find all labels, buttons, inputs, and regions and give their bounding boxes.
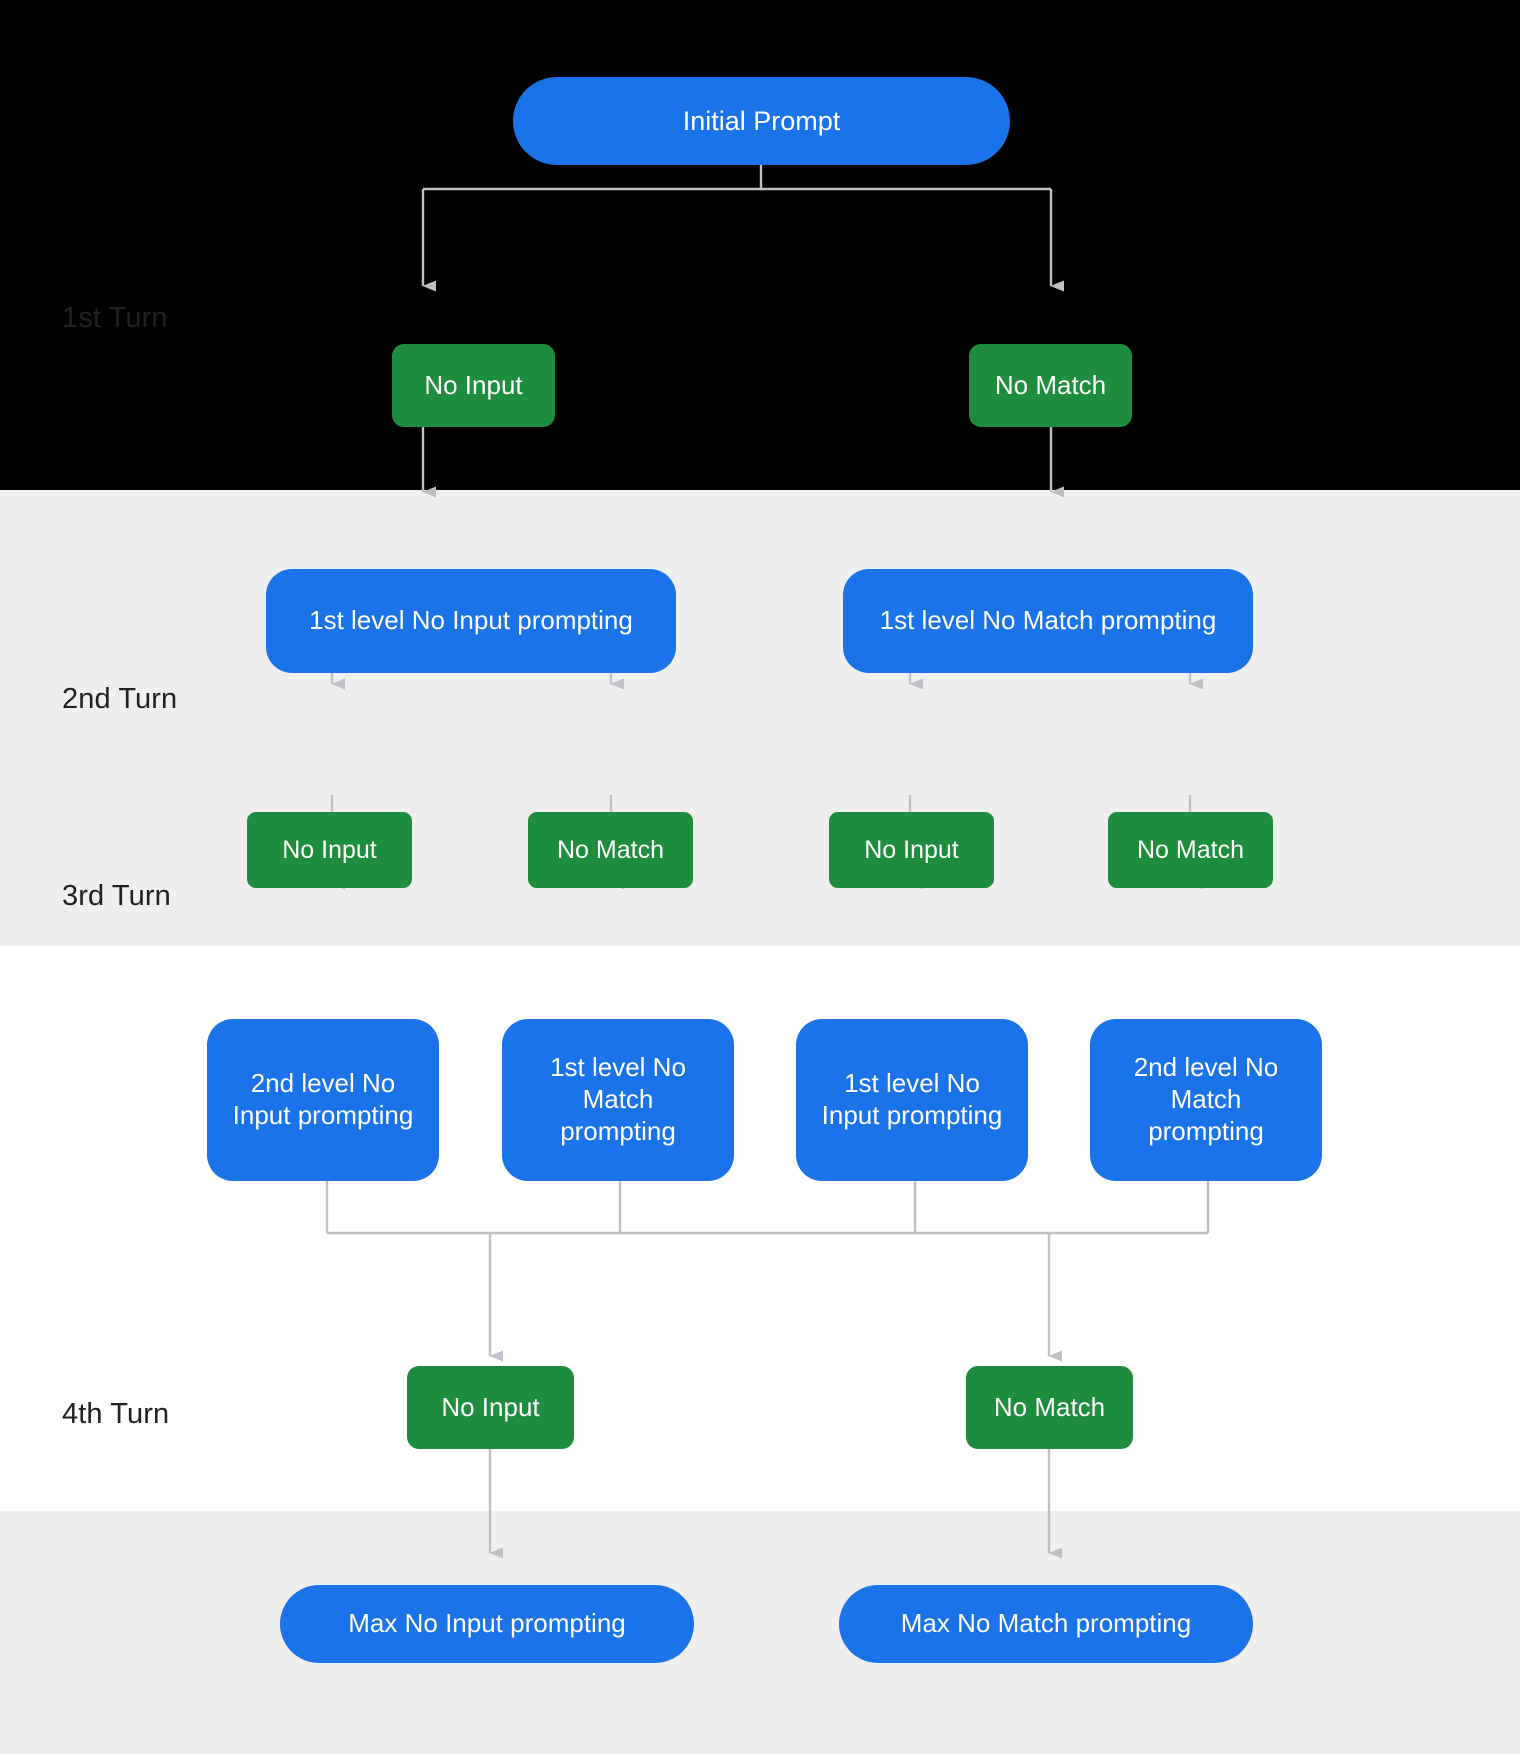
- node-t4-max-no-match-prompting[interactable]: Max No Match prompting: [839, 1585, 1253, 1663]
- node-t3-1st-level-no-input-prompting[interactable]: 1st level No Input prompting: [796, 1019, 1028, 1181]
- node-t2-no-match-b[interactable]: No Match: [1108, 812, 1273, 888]
- node-t3-1st-level-no-match-prompting[interactable]: 1st level No Match prompting: [502, 1019, 734, 1181]
- node-t2-no-input-b[interactable]: No Input: [829, 812, 994, 888]
- node-t2-1st-level-no-match-prompting[interactable]: 1st level No Match prompting: [843, 569, 1253, 673]
- node-t3-2nd-level-no-input-prompting[interactable]: 2nd level No Input prompting: [207, 1019, 439, 1181]
- turn-label-4th: 4th Turn: [62, 1398, 170, 1430]
- node-t2-no-input-a[interactable]: No Input: [247, 812, 412, 888]
- node-t2-no-match-a[interactable]: No Match: [528, 812, 693, 888]
- node-t1-no-input[interactable]: No Input: [392, 344, 555, 427]
- turn-label-2nd: 2nd Turn: [62, 683, 178, 715]
- node-t4-max-no-input-prompting[interactable]: Max No Input prompting: [280, 1585, 694, 1663]
- band-4th-turn: [0, 1511, 1520, 1754]
- node-t2-1st-level-no-input-prompting[interactable]: 1st level No Input prompting: [266, 569, 676, 673]
- node-initial-prompt[interactable]: Initial Prompt: [513, 77, 1010, 165]
- node-t3-no-input[interactable]: No Input: [407, 1366, 574, 1449]
- band-2nd-turn: [0, 490, 1520, 946]
- node-t3-2nd-level-no-match-prompting[interactable]: 2nd level No Match prompting: [1090, 1019, 1322, 1181]
- band-1st-turn: [0, 0, 1520, 490]
- turn-label-3rd: 3rd Turn: [62, 880, 171, 912]
- turn-label-1st: 1st Turn: [62, 302, 168, 334]
- node-t3-no-match[interactable]: No Match: [966, 1366, 1133, 1449]
- node-t1-no-match[interactable]: No Match: [969, 344, 1132, 427]
